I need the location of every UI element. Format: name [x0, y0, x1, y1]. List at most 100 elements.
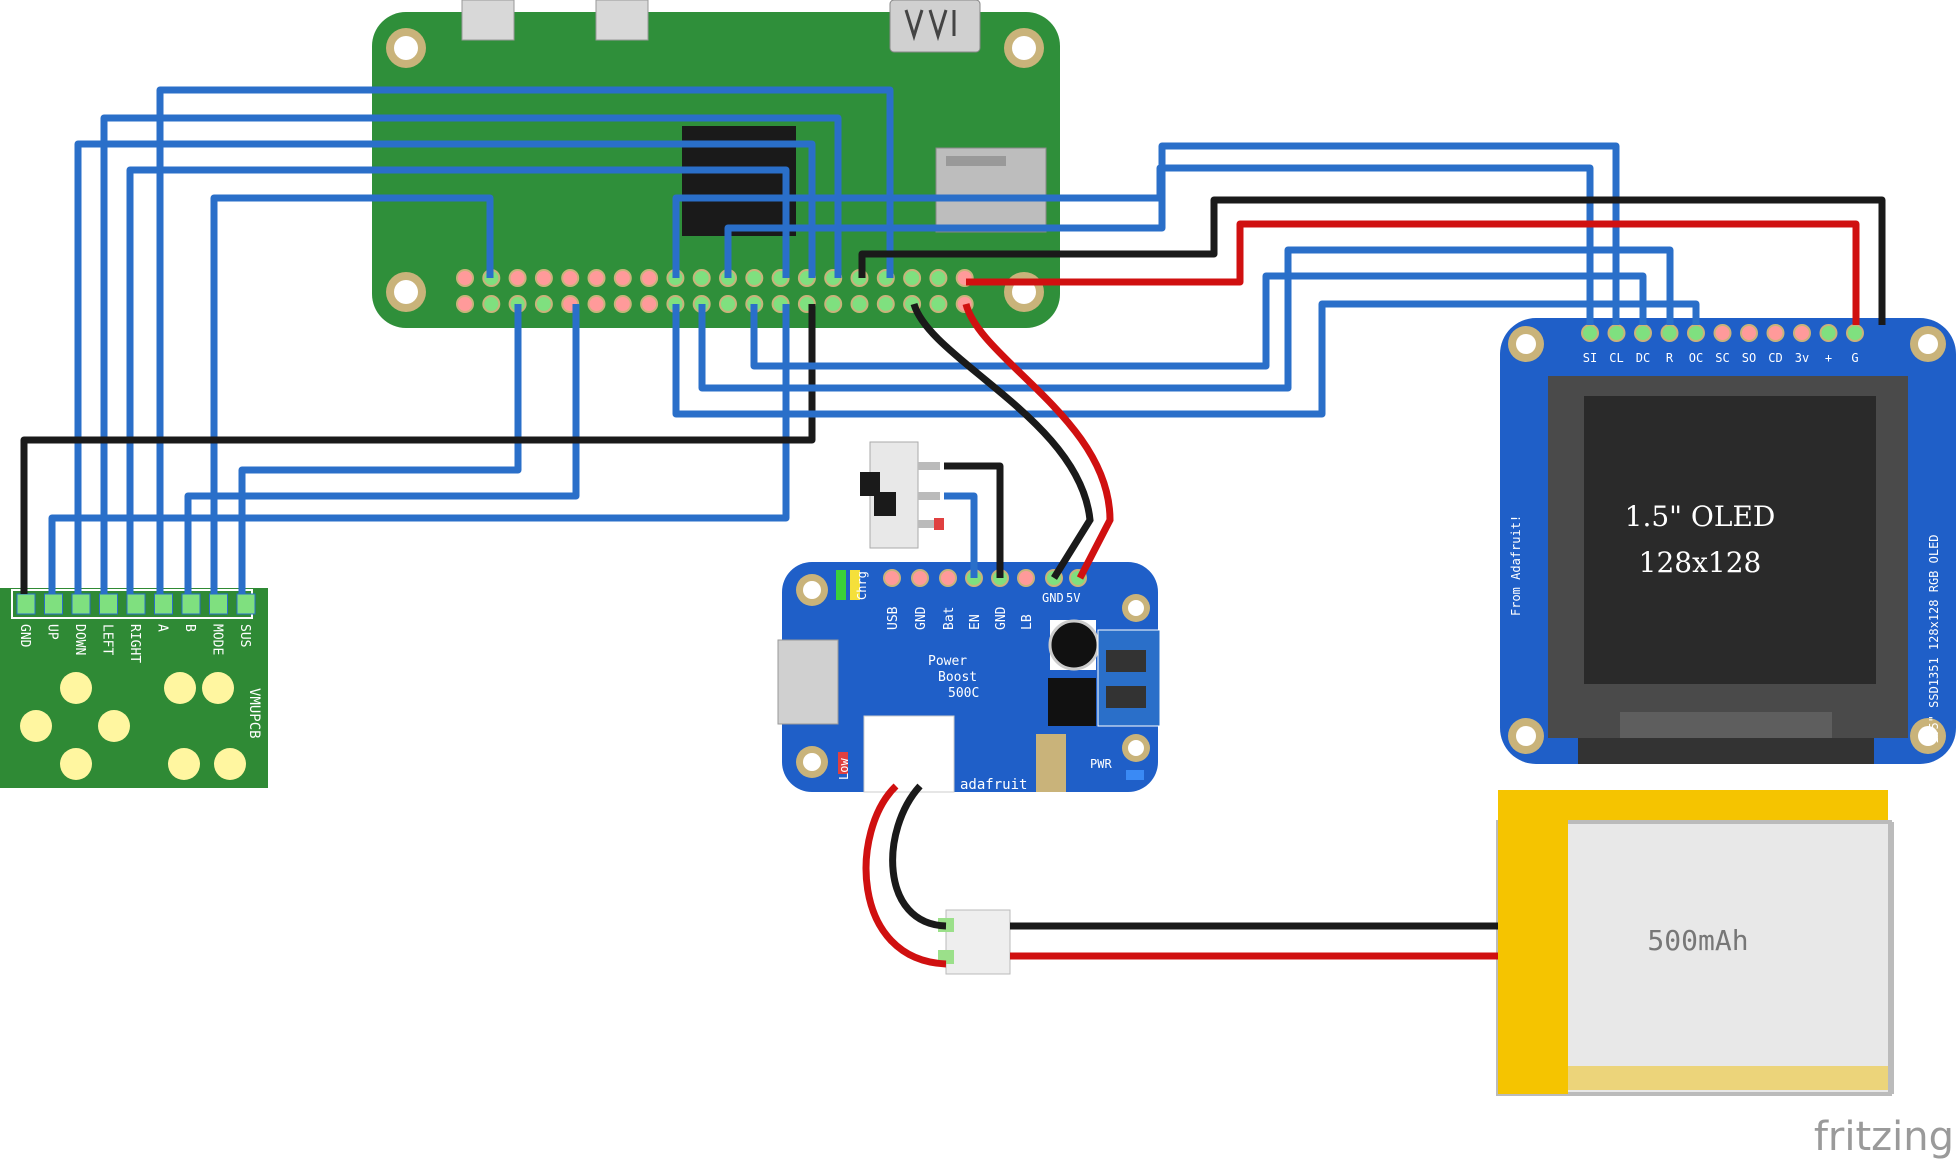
chrg-label: Chrg: [855, 571, 869, 600]
wire: [74, 140, 816, 594]
powerboost-pin: [911, 569, 929, 587]
gpio-header: [456, 269, 974, 313]
controller-pin-label: SUS: [237, 624, 252, 647]
oled-pin: [1634, 324, 1652, 342]
battery-jst-plug: [938, 909, 1011, 975]
oled-screen: [1584, 396, 1876, 684]
gpio-pin: [456, 269, 474, 287]
gpio-pin: [456, 295, 474, 313]
oled-display-board: 1.5" OLED 128x128 From Adafruit! 1.5" SS…: [1500, 318, 1956, 764]
wire: [910, 302, 1094, 580]
lipo-battery: 500mAh: [1496, 790, 1894, 1096]
side-left-label: From Adafruit!: [1509, 515, 1523, 616]
fritzing-watermark: fritzing: [1814, 1114, 1954, 1160]
pwr-label: PWR: [1090, 757, 1112, 771]
oled-pin-label: G: [1851, 351, 1858, 365]
button-right: [98, 710, 130, 742]
oled-pin-label: DC: [1636, 351, 1650, 365]
wire: [698, 246, 1674, 392]
oled-pin: [1687, 324, 1705, 342]
wire: [724, 142, 1620, 325]
gpio-pin: [850, 295, 869, 313]
powerboost-pin-label: USB: [886, 606, 901, 630]
gpio-pin: [640, 295, 659, 313]
controller-pin: [16, 593, 36, 615]
oled-pin: [1819, 324, 1838, 342]
oled-pin: [1713, 324, 1732, 342]
gpio-pin: [745, 269, 764, 287]
controller-pin: [126, 593, 146, 615]
oled-pin: [1607, 324, 1626, 342]
oled-pin: [1793, 324, 1811, 342]
title-line2: Boost: [938, 670, 977, 685]
gpio-pin: [929, 295, 948, 313]
title-line1: Power: [928, 654, 967, 669]
gpio-pin: [692, 269, 711, 287]
button-b: [164, 672, 196, 704]
controller-pin: [181, 593, 201, 615]
oled-pin-label: 3v: [1795, 351, 1809, 365]
controller-pin-label: A: [155, 624, 170, 632]
oled-pin: [1660, 324, 1679, 342]
controller-pin-label: B: [182, 624, 197, 632]
wire: [156, 86, 894, 594]
micro-usb-port-2: [595, 0, 649, 41]
controller-pin-label: MODE: [210, 624, 225, 655]
side-right-label: 1.5" SSD1351 128x128 RGB OLED: [1927, 534, 1941, 744]
button-down: [60, 748, 92, 780]
oled-pin-label: CL: [1609, 351, 1623, 365]
wire: [20, 304, 816, 594]
gpio-pin: [929, 269, 948, 287]
gpio-pin: [534, 295, 553, 313]
button-mode: [202, 672, 234, 704]
battery-label: 500mAh: [1647, 924, 1748, 957]
slide-switch: [860, 441, 944, 549]
powerboost-pin-label: Bat: [942, 607, 957, 630]
wire: [126, 166, 790, 594]
oled-pin-label: SI: [1583, 351, 1597, 365]
oled-pin-label: +: [1825, 351, 1832, 365]
controller-pin: [154, 593, 173, 615]
controller-pin-label: DOWN: [72, 624, 87, 655]
powerboost-pin: [1017, 569, 1035, 587]
oled-pin-label: OC: [1689, 351, 1703, 365]
wire: [750, 272, 1647, 370]
button-a: [168, 748, 200, 780]
wire: [858, 196, 1886, 325]
resolution-label: 128x128: [1639, 546, 1762, 579]
oled-pin: [1766, 324, 1785, 342]
button-sus: [214, 748, 246, 780]
oled-pin-label: R: [1666, 351, 1674, 365]
controller-pin: [209, 593, 228, 615]
button-up: [60, 672, 92, 704]
inductor: [1048, 619, 1100, 671]
jst-connector: [863, 715, 955, 793]
wire: [672, 300, 1700, 418]
oled-pin-label: SC: [1715, 351, 1729, 365]
gpio-pin: [876, 295, 895, 313]
oled-pin: [1740, 324, 1758, 342]
wires: [20, 86, 1886, 968]
low-label: Low: [837, 758, 851, 780]
raspberry-pi-zero-board: [372, 0, 1060, 328]
screen-size-label: 1.5" OLED: [1625, 500, 1776, 533]
usb-port: [777, 639, 839, 725]
wire: [210, 194, 494, 594]
button-left: [20, 710, 52, 742]
powerboost-pin-label: EN: [968, 614, 983, 630]
brand-label: adafruit: [960, 777, 1027, 793]
controller-pin: [44, 593, 63, 615]
gpio-pin: [534, 269, 553, 287]
gpio-pin: [508, 269, 527, 287]
controller-pin-label: RIGHT: [127, 624, 142, 663]
wire: [944, 462, 1004, 578]
wire: [944, 492, 978, 578]
wire: [966, 220, 1860, 325]
controller-pin: [99, 593, 118, 615]
gpio-pin: [482, 295, 501, 313]
powerboost-pin-label: LB: [1020, 614, 1035, 630]
wire: [889, 783, 947, 930]
controller-pin: [71, 593, 91, 615]
wire: [184, 304, 580, 594]
